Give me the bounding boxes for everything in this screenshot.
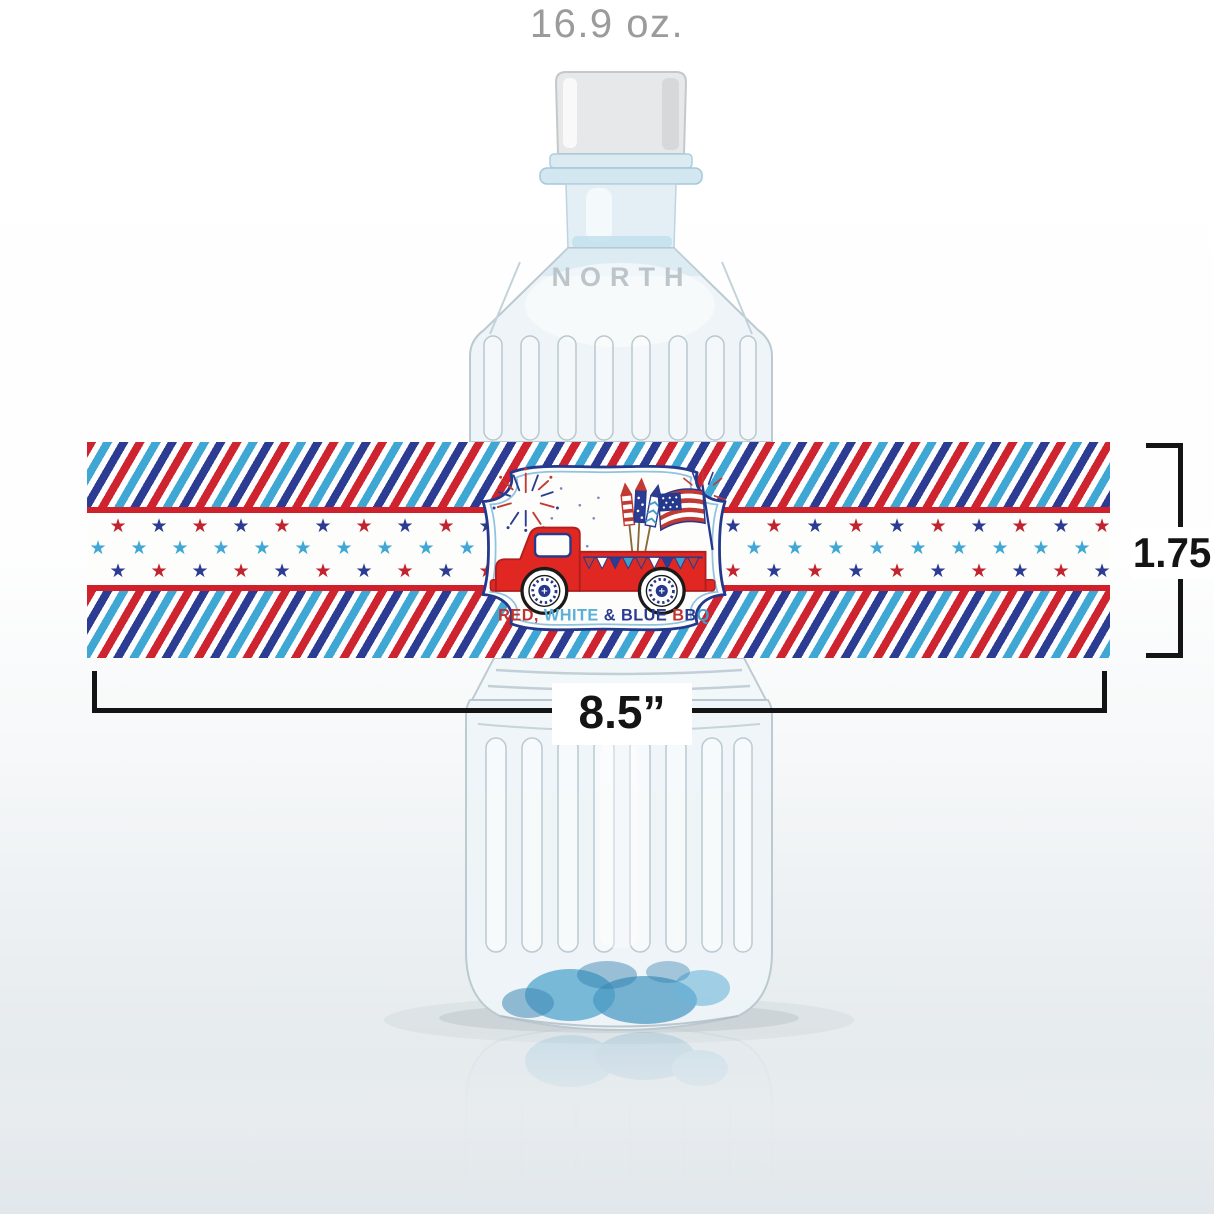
star-icon: ★ <box>806 515 824 537</box>
bottle-shoulder: NORTH <box>469 247 773 443</box>
star-icon: ★ <box>253 537 271 559</box>
star-icon: ★ <box>745 537 763 559</box>
height-dimension-label: 1.75” <box>1130 527 1214 579</box>
star-icon: ★ <box>1073 537 1091 559</box>
star-icon: ★ <box>950 537 968 559</box>
star-icon: ★ <box>1093 560 1111 582</box>
star-icon: ★ <box>232 515 250 537</box>
star-icon: ★ <box>1052 515 1070 537</box>
star-icon: ★ <box>724 560 742 582</box>
star-icon: ★ <box>970 515 988 537</box>
star-icon: ★ <box>765 560 783 582</box>
star-icon: ★ <box>991 537 1009 559</box>
star-icon: ★ <box>1011 515 1029 537</box>
star-icon: ★ <box>786 537 804 559</box>
star-icon: ★ <box>1093 515 1111 537</box>
star-icon: ★ <box>437 560 455 582</box>
star-icon: ★ <box>273 515 291 537</box>
star-icon: ★ <box>888 560 906 582</box>
star-icon: ★ <box>232 560 250 582</box>
star-icon: ★ <box>335 537 353 559</box>
front-wheel <box>520 566 569 615</box>
floor-fade <box>0 1032 1214 1214</box>
american-flag-icon <box>657 485 714 551</box>
star-icon: ★ <box>1011 560 1029 582</box>
star-icon: ★ <box>314 515 332 537</box>
star-icon: ★ <box>868 537 886 559</box>
bunting-banner-icon <box>582 556 703 570</box>
medallion-title: RED, WHITE & BLUE BBQ <box>498 607 710 625</box>
star-icon: ★ <box>89 537 107 559</box>
neck-flange <box>539 167 703 185</box>
star-icon: ★ <box>355 515 373 537</box>
star-icon: ★ <box>909 537 927 559</box>
star-icon: ★ <box>847 515 865 537</box>
star-icon: ★ <box>827 537 845 559</box>
star-icon: ★ <box>150 560 168 582</box>
star-icon: ★ <box>130 537 148 559</box>
star-icon: ★ <box>970 560 988 582</box>
star-icon: ★ <box>724 515 742 537</box>
width-dimension-label: 8.5” <box>552 683 692 745</box>
height-dimension-tick-bottom <box>1146 653 1183 658</box>
star-icon: ★ <box>1052 560 1070 582</box>
star-icon: ★ <box>212 537 230 559</box>
star-icon: ★ <box>376 537 394 559</box>
embossed-brand-text: NORTH <box>552 262 693 292</box>
star-icon: ★ <box>765 515 783 537</box>
firework-rockets-icon <box>620 477 662 564</box>
star-icon: ★ <box>109 560 127 582</box>
star-icon: ★ <box>314 560 332 582</box>
bottle-neck <box>565 183 677 249</box>
red-truck-icon <box>489 526 716 615</box>
star-icon: ★ <box>294 537 312 559</box>
star-icon: ★ <box>929 515 947 537</box>
star-icon: ★ <box>396 515 414 537</box>
star-icon: ★ <box>437 515 455 537</box>
star-icon: ★ <box>191 515 209 537</box>
bottle-size-label: 16.9 oz. <box>529 2 685 46</box>
tamper-ring <box>549 153 693 169</box>
star-icon: ★ <box>109 515 127 537</box>
bottle-cap <box>554 71 688 155</box>
star-icon: ★ <box>396 560 414 582</box>
star-icon: ★ <box>888 515 906 537</box>
width-dimension-tick-right <box>1102 671 1107 713</box>
star-icon: ★ <box>355 560 373 582</box>
rear-wheel <box>637 566 686 615</box>
fireworks-icon <box>492 467 559 532</box>
star-icon: ★ <box>847 560 865 582</box>
star-icon: ★ <box>1032 537 1050 559</box>
bottle-lower-body <box>465 699 773 1032</box>
star-icon: ★ <box>191 560 209 582</box>
star-icon: ★ <box>806 560 824 582</box>
star-icon: ★ <box>171 537 189 559</box>
star-icon: ★ <box>929 560 947 582</box>
star-icon: ★ <box>150 515 168 537</box>
height-dimension-tick-top <box>1146 443 1183 448</box>
width-dimension-tick-left <box>92 671 97 713</box>
label-medallion: RED, WHITE & BLUE BBQ <box>481 464 727 632</box>
star-icon: ★ <box>458 537 476 559</box>
star-icon: ★ <box>273 560 291 582</box>
star-icon: ★ <box>417 537 435 559</box>
